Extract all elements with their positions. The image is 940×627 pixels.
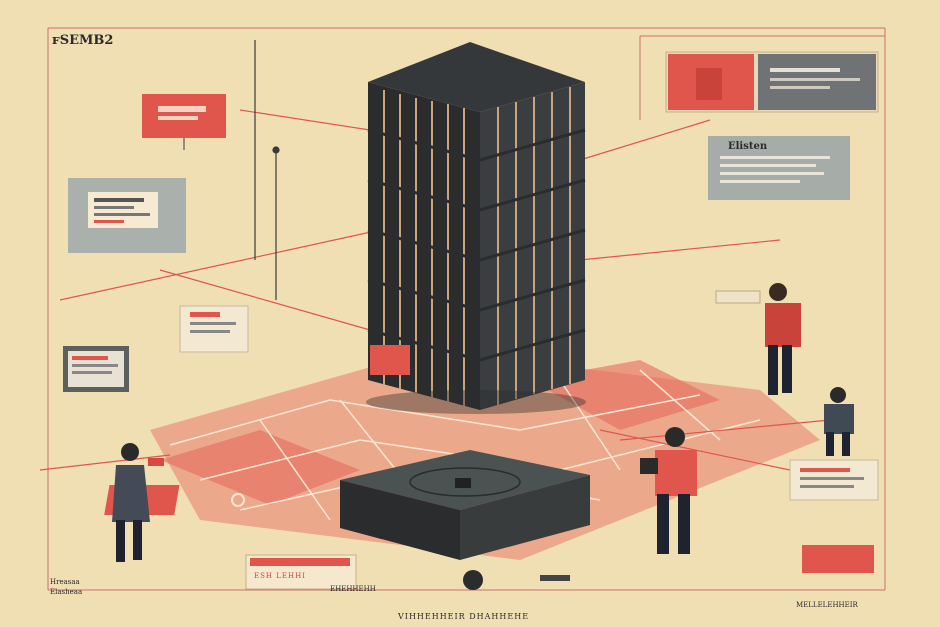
floor-knob — [463, 570, 483, 590]
panel-red-bottom-right — [802, 545, 874, 573]
panel-gray-left — [68, 178, 186, 253]
panel-paper-right — [789, 459, 879, 501]
floor-bar — [540, 575, 570, 581]
person-far-right — [824, 387, 854, 456]
person-center-right — [640, 427, 697, 554]
person-left — [112, 443, 164, 562]
base-red-block — [370, 345, 410, 375]
person-right-reading — [715, 283, 801, 395]
footer-left-2: Elasheaa — [50, 588, 83, 596]
frame-lines — [47, 27, 886, 591]
sign-text: ESH LEHHI — [254, 572, 306, 580]
poles — [254, 40, 280, 300]
footer-left-1: Hreasaa — [50, 578, 80, 586]
tower — [366, 42, 586, 414]
footer-center: VIHHEHHEIR DHAHHEHE — [398, 612, 530, 621]
central-device — [340, 450, 590, 560]
panel-screen-left — [63, 346, 129, 392]
panel-paper-left — [179, 305, 249, 353]
corner-title: ꜰSEMB2 — [52, 33, 114, 48]
panel-top-right — [665, 51, 879, 113]
sign-bottom — [245, 554, 357, 590]
panel-red-top-left — [142, 94, 226, 150]
panel-elisten — [708, 136, 850, 200]
footer-mid: EHEHHEHH — [330, 585, 376, 593]
panel-title: Elisten — [728, 141, 768, 152]
footer-right: MELLELEHHEIR — [796, 601, 858, 609]
